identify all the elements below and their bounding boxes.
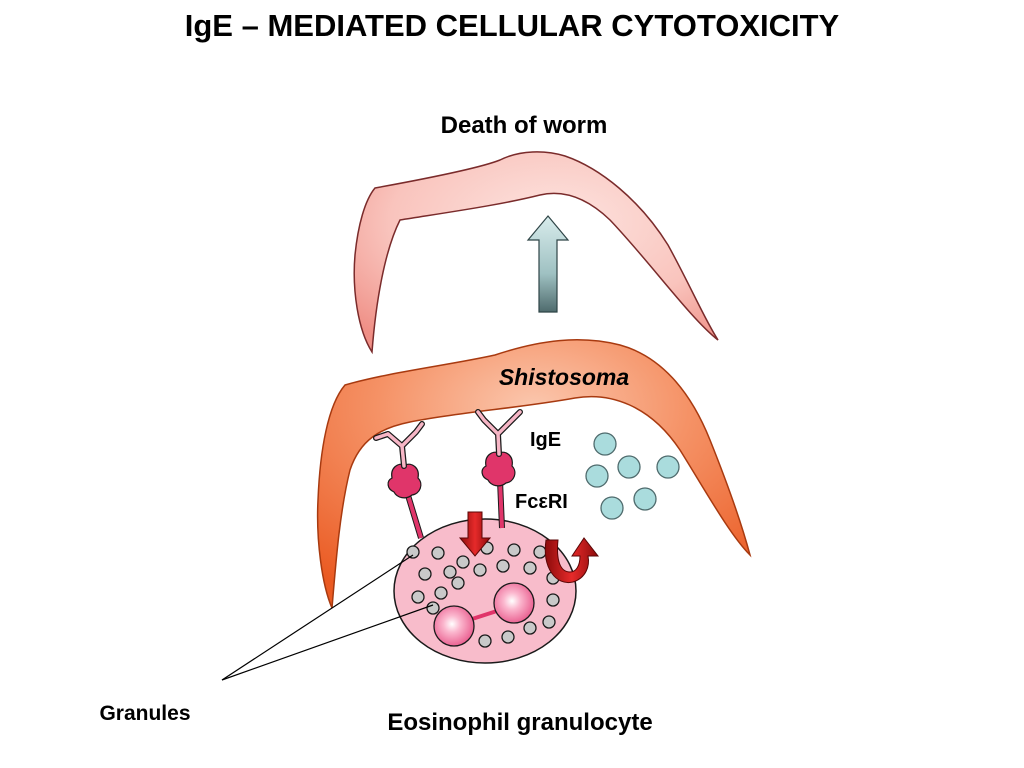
fcer1-receptor [481,451,516,487]
granule [523,561,537,575]
ige-label: IgE [530,429,561,451]
ige-receptor-complex [373,421,425,539]
granule [496,559,510,573]
granules [406,541,560,648]
granule [443,565,457,579]
released-granule [585,464,609,488]
granule [411,590,425,604]
ige-receptor-complex [475,409,523,529]
granule [456,555,470,569]
released-granule [600,496,624,520]
up-arrow-icon [526,215,570,313]
granule [451,576,465,590]
fcer1-receptor [387,463,422,499]
fcer1-label: FcεRI [515,491,568,513]
granule [406,545,420,559]
released-granule [656,455,680,479]
shistosoma-label: Shistosoma [499,364,630,390]
death-of-worm-label: Death of worm [441,112,608,139]
granule [507,543,521,557]
granule [523,621,537,635]
granules-label: Granules [99,702,190,725]
granule [501,630,515,644]
eosinophil-label: Eosinophil granulocyte [387,709,652,736]
granule [542,615,556,629]
released-granule [633,487,657,511]
granule [418,567,432,581]
granule [473,563,487,577]
live-worm [316,339,752,609]
granule [434,586,448,600]
granule-callouts [221,554,434,681]
released-granule [617,455,641,479]
released-granules [585,432,680,520]
dead-worm [353,151,719,355]
granule [478,634,492,648]
down-arrow-icon [458,511,492,557]
released-granule [593,432,617,456]
nucleus-lobe [493,582,535,624]
nucleus-lobe [433,605,475,647]
nucleus [433,582,535,647]
granule [431,546,445,560]
curved-arrow-icon [544,537,600,584]
granule [533,545,547,559]
slide-title: IgE – MEDIATED CELLULAR CYTOTOXICITY [184,8,840,43]
granule [426,601,440,615]
granule [546,593,560,607]
